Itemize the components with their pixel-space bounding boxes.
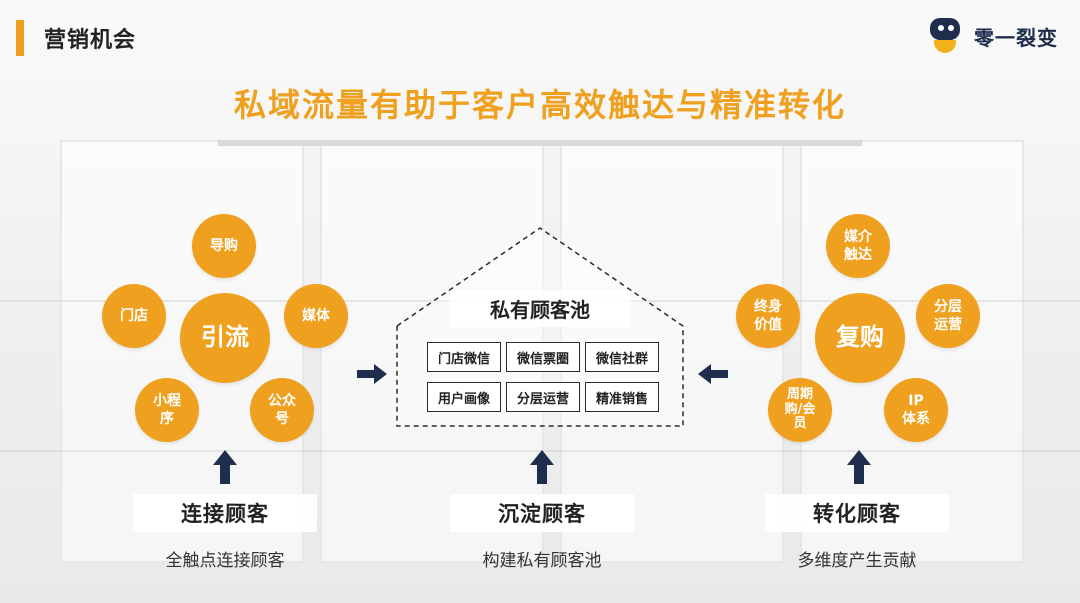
satellite-circle: 媒介 触达: [826, 214, 890, 278]
center-circle-repurchase: 复购: [815, 293, 905, 383]
arrow-left-icon: [698, 364, 728, 384]
satellite-circle: IP 体系: [884, 378, 948, 442]
satellite-circle: 小程 序: [135, 378, 199, 442]
arrow-right-icon: [357, 364, 387, 384]
robot-mascot-icon: [926, 16, 966, 56]
pool-tag: 精准销售: [585, 382, 659, 412]
satellite-circle: 公众 号: [250, 378, 314, 442]
arrow-up-icon: [847, 450, 871, 484]
title-divider: [218, 140, 862, 146]
pool-tag: 门店微信: [427, 342, 501, 372]
satellite-circle: 周期 购/会 员: [768, 378, 832, 442]
satellite-circle: 分层 运营: [916, 284, 980, 348]
stage-label-retain: 沉淀顾客: [450, 494, 634, 532]
stage-desc-connect: 全触点连接顾客: [165, 551, 285, 571]
pool-tag: 分层运营: [506, 382, 580, 412]
pool-tag: 微信社群: [585, 342, 659, 372]
pool-tag: 微信票圈: [506, 342, 580, 372]
stage-label-convert: 转化顾客: [765, 494, 949, 532]
stage-desc-retain: 构建私有顾客池: [482, 551, 602, 571]
header-accent-bar: [16, 20, 24, 56]
stage-desc-convert: 多维度产生贡献: [797, 551, 917, 571]
brand: 零一裂变: [926, 16, 1058, 56]
satellite-circle: 媒体: [284, 284, 348, 348]
section-title: 营销机会: [44, 28, 137, 53]
satellite-circle: 导购: [192, 214, 256, 278]
main-title: 私域流量有助于客户高效触达与精准转化: [233, 86, 846, 124]
arrow-up-icon: [213, 450, 237, 484]
pool-title: 私有顾客池: [450, 290, 630, 327]
pool-tag: 用户画像: [427, 382, 501, 412]
stage-label-connect: 连接顾客: [133, 494, 317, 532]
arrow-up-icon: [530, 450, 554, 484]
center-circle-traffic: 引流: [180, 293, 270, 383]
satellite-circle: 终身 价值: [736, 284, 800, 348]
private-pool-house-outline: [396, 227, 684, 427]
brand-name: 零一裂变: [974, 25, 1058, 50]
satellite-circle: 门店: [102, 284, 166, 348]
